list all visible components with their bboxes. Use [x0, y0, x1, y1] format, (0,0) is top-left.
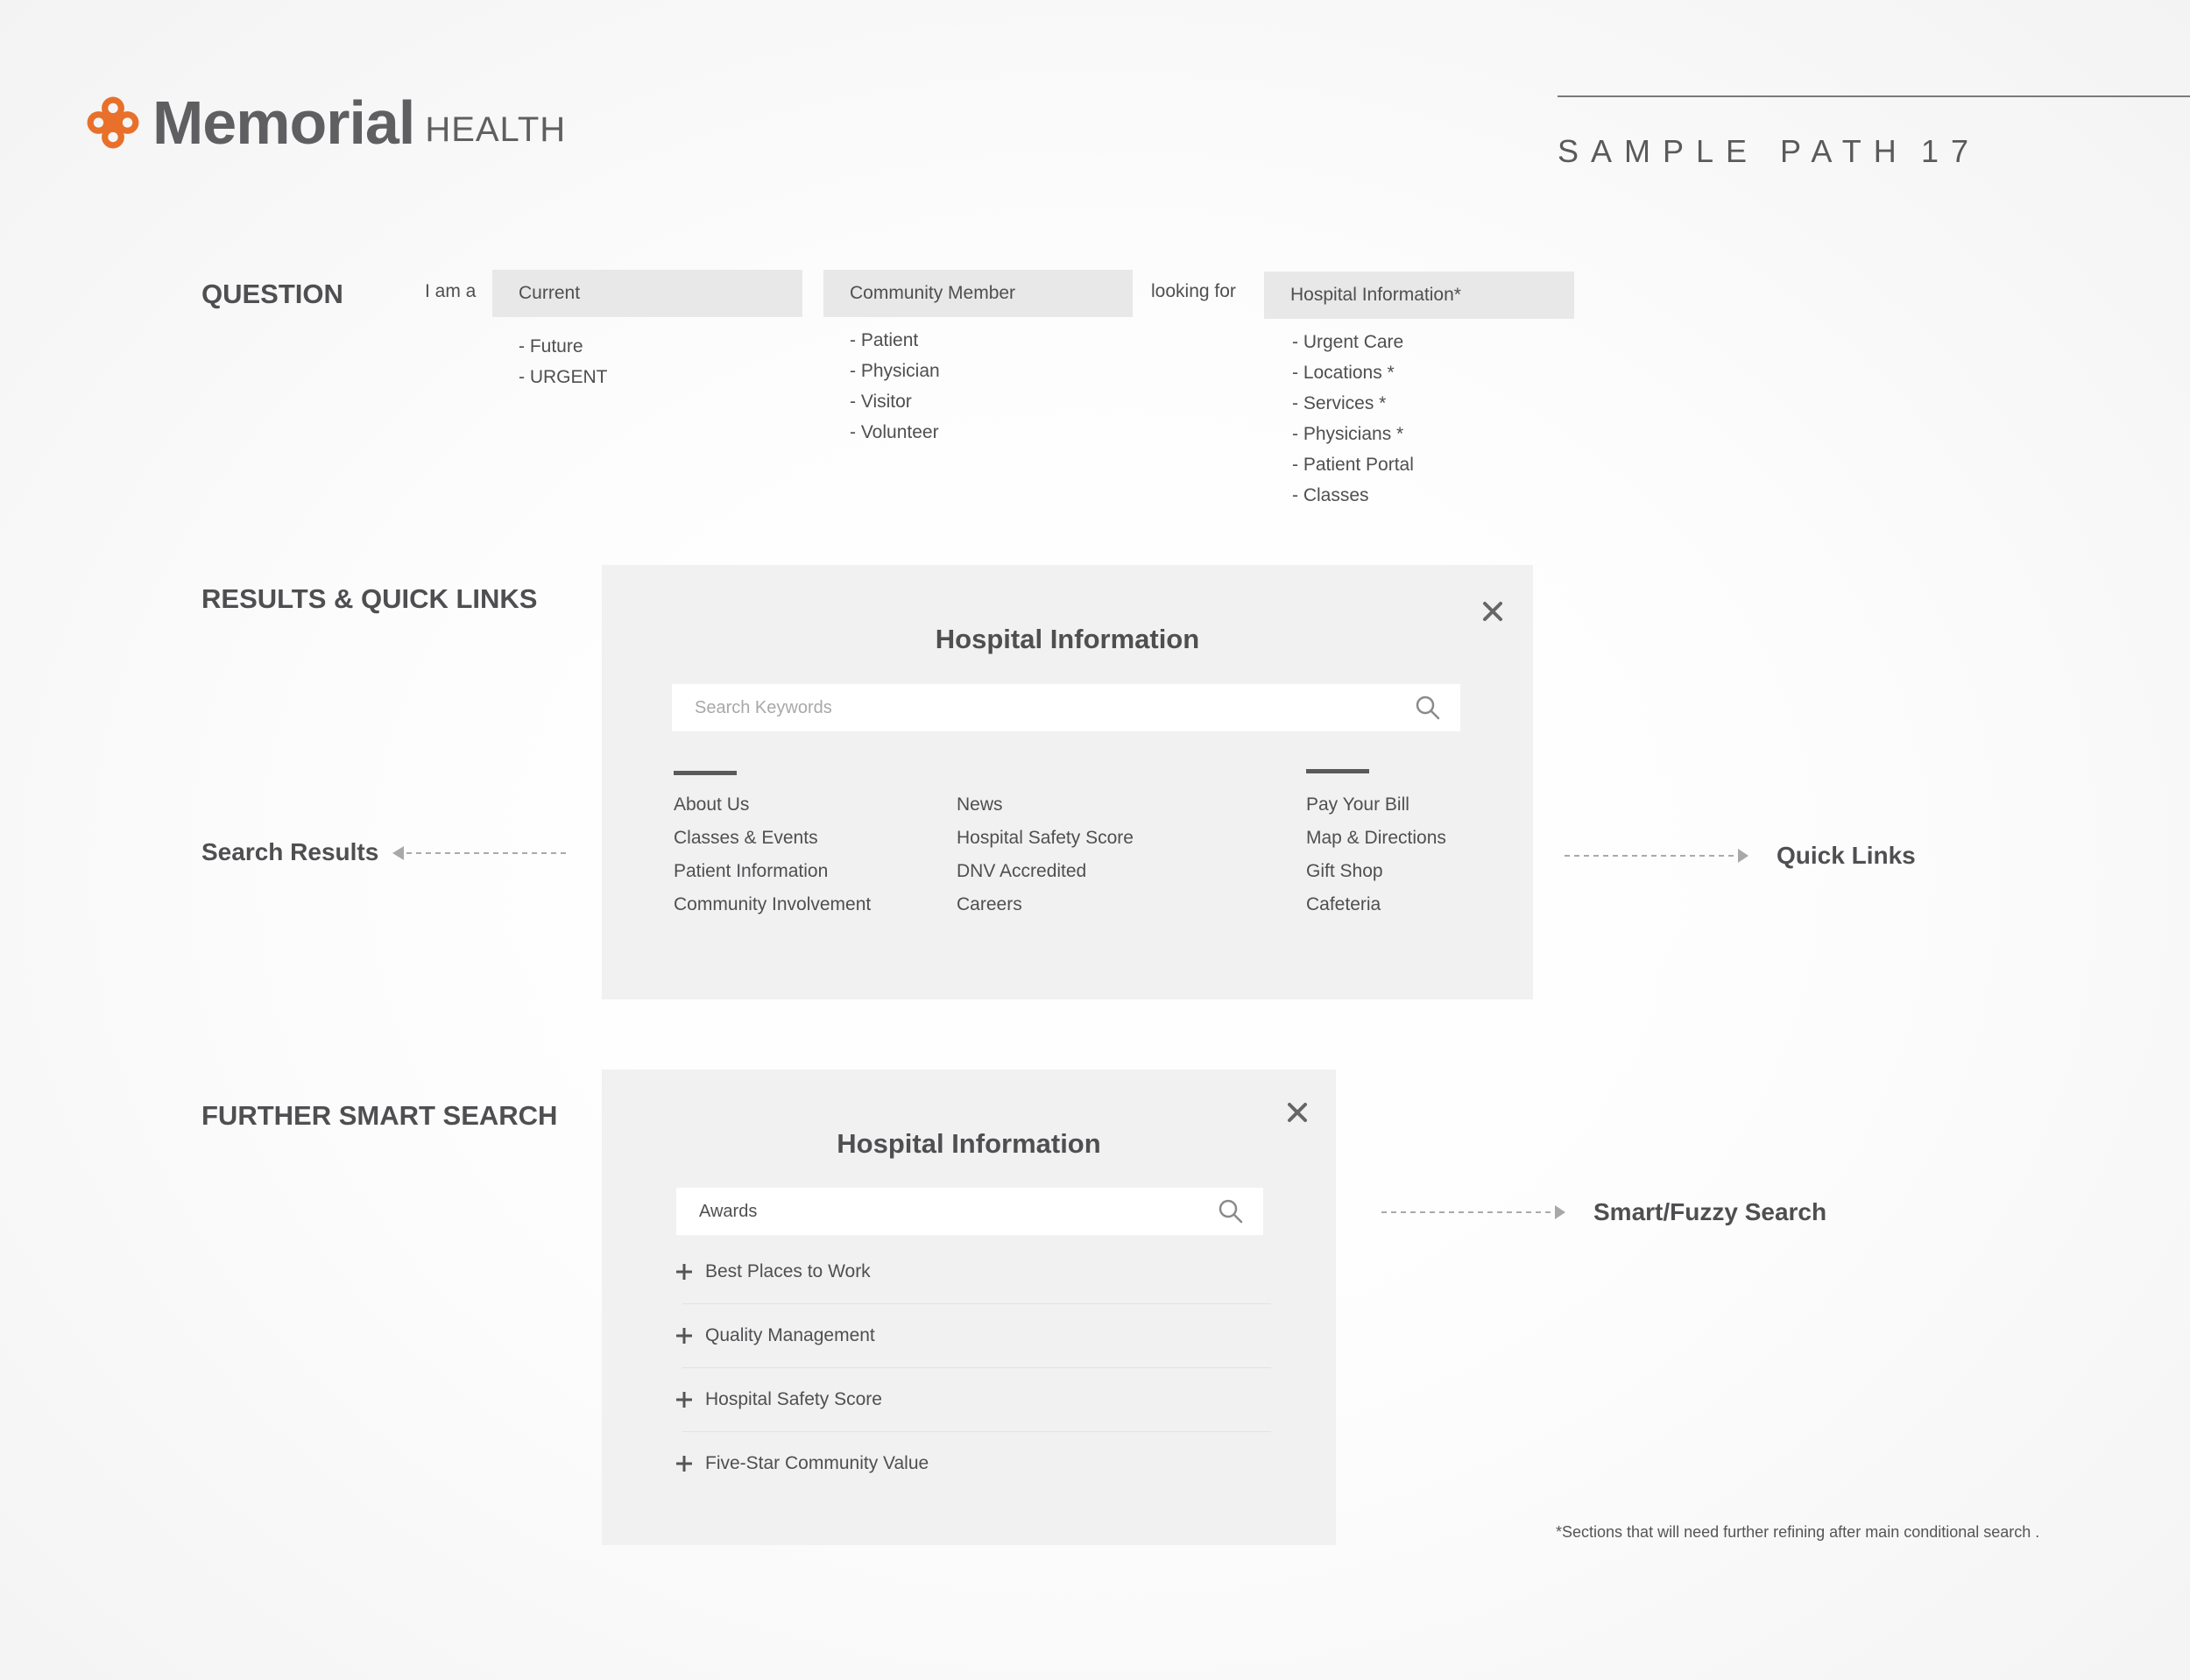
quick-links-column: Pay Your Bill Map & Directions Gift Shop…: [1306, 788, 1446, 921]
option-services[interactable]: - Services *: [1292, 393, 1387, 413]
option-visitor[interactable]: - Visitor: [850, 392, 912, 412]
smart-result-label: Best Places to Work: [705, 1261, 871, 1281]
looking-for-dropdown[interactable]: Hospital Information*: [1264, 272, 1574, 319]
results-column-1: About Us Classes & Events Patient Inform…: [674, 788, 871, 921]
role-type-dropdown[interactable]: Community Member: [823, 270, 1133, 317]
smart-result-item[interactable]: Best Places to Work: [676, 1240, 1271, 1304]
option-physician[interactable]: - Physician: [850, 361, 940, 381]
result-link[interactable]: About Us: [674, 794, 750, 815]
keyword-search-input[interactable]: [693, 696, 1415, 719]
smart-search-panel-title: Hospital Information: [837, 1128, 1101, 1159]
smart-search-label: Smart/Fuzzy Search: [1593, 1198, 1827, 1225]
smart-search-results: Best Places to Work Quality Management H…: [676, 1240, 1271, 1495]
result-link[interactable]: Patient Information: [674, 861, 829, 881]
quick-link[interactable]: Gift Shop: [1306, 861, 1383, 881]
option-volunteer[interactable]: - Volunteer: [850, 422, 939, 442]
result-link[interactable]: DNV Accredited: [957, 861, 1087, 881]
role-status-dropdown[interactable]: Current: [492, 270, 802, 317]
quick-link[interactable]: Cafeteria: [1306, 894, 1381, 914]
option-urgent-care[interactable]: - Urgent Care: [1292, 332, 1404, 352]
search-results-label: Search Results: [201, 838, 379, 865]
quick-link[interactable]: Pay Your Bill: [1306, 794, 1409, 815]
quick-links-label: Quick Links: [1777, 842, 1916, 869]
search-results-arrow: [392, 846, 569, 860]
plus-icon[interactable]: [675, 1263, 693, 1281]
question-section-title: QUESTION: [201, 279, 343, 309]
smart-result-label: Five-Star Community Value: [705, 1453, 929, 1473]
plus-icon[interactable]: [675, 1455, 693, 1472]
smart-search-input[interactable]: [697, 1200, 1218, 1223]
quick-link[interactable]: Map & Directions: [1306, 828, 1446, 848]
looking-for-options: - Urgent Care - Locations * - Services *…: [1292, 327, 1414, 511]
looking-for-value: Hospital Information*: [1290, 285, 1461, 305]
search-icon[interactable]: [1218, 1198, 1244, 1225]
footnote: *Sections that will need further refinin…: [1556, 1523, 2040, 1541]
smart-result-item[interactable]: Five-Star Community Value: [676, 1432, 1271, 1495]
results-column-2: News Hospital Safety Score DNV Accredite…: [957, 788, 1134, 921]
question-connector: looking for: [1151, 281, 1236, 301]
smart-search-box[interactable]: [676, 1188, 1263, 1235]
header-divider: [1558, 95, 2190, 97]
result-link[interactable]: Careers: [957, 894, 1022, 914]
result-link[interactable]: Classes & Events: [674, 828, 818, 848]
results-panel: Hospital Information About Us Classes & …: [602, 565, 1533, 999]
option-future[interactable]: - Future: [519, 336, 583, 356]
option-patient[interactable]: - Patient: [850, 330, 919, 350]
smart-result-label: Hospital Safety Score: [705, 1389, 882, 1409]
quick-links-arrow: [1565, 849, 1748, 863]
option-classes[interactable]: - Classes: [1292, 485, 1369, 505]
plus-icon[interactable]: [675, 1327, 693, 1345]
brand-name: Memorial: [152, 88, 415, 157]
result-link[interactable]: Hospital Safety Score: [957, 828, 1134, 848]
close-icon[interactable]: [1285, 1100, 1310, 1125]
column-divider: [1306, 769, 1369, 773]
role-type-value: Community Member: [850, 283, 1016, 303]
result-link[interactable]: Community Involvement: [674, 894, 872, 914]
smart-result-item[interactable]: Hospital Safety Score: [676, 1368, 1271, 1432]
smart-search-arrow: [1381, 1205, 1565, 1219]
search-icon[interactable]: [1415, 695, 1441, 721]
question-prefix: I am a: [425, 281, 477, 301]
results-section-title: RESULTS & QUICK LINKS: [201, 583, 538, 614]
role-type-options: - Patient - Physician - Visitor - Volunt…: [850, 325, 940, 448]
cross-flower-icon: [87, 96, 139, 149]
role-status-options: - Future - URGENT: [519, 331, 608, 392]
page-number: 17: [1921, 133, 1982, 169]
option-locations[interactable]: - Locations *: [1292, 363, 1395, 383]
sample-path-label: SAMPLE PATH: [1558, 133, 1909, 169]
brand-subname: HEALTH: [425, 109, 567, 149]
keyword-search-box[interactable]: [672, 684, 1460, 731]
smart-result-label: Quality Management: [705, 1325, 875, 1345]
option-physicians[interactable]: - Physicians *: [1292, 424, 1404, 444]
results-panel-title: Hospital Information: [935, 624, 1200, 654]
smart-search-panel: Hospital Information Best Places to Work…: [602, 1069, 1336, 1545]
further-section-title: FURTHER SMART SEARCH: [201, 1100, 558, 1131]
close-icon[interactable]: [1480, 599, 1505, 624]
option-patient-portal[interactable]: - Patient Portal: [1292, 455, 1414, 475]
column-divider: [674, 771, 737, 775]
smart-result-item[interactable]: Quality Management: [676, 1304, 1271, 1368]
brand-logo[interactable]: Memorial HEALTH: [86, 88, 566, 158]
option-urgent[interactable]: - URGENT: [519, 367, 608, 387]
role-status-value: Current: [519, 283, 581, 303]
result-link[interactable]: News: [957, 794, 1003, 815]
plus-icon[interactable]: [675, 1391, 693, 1408]
